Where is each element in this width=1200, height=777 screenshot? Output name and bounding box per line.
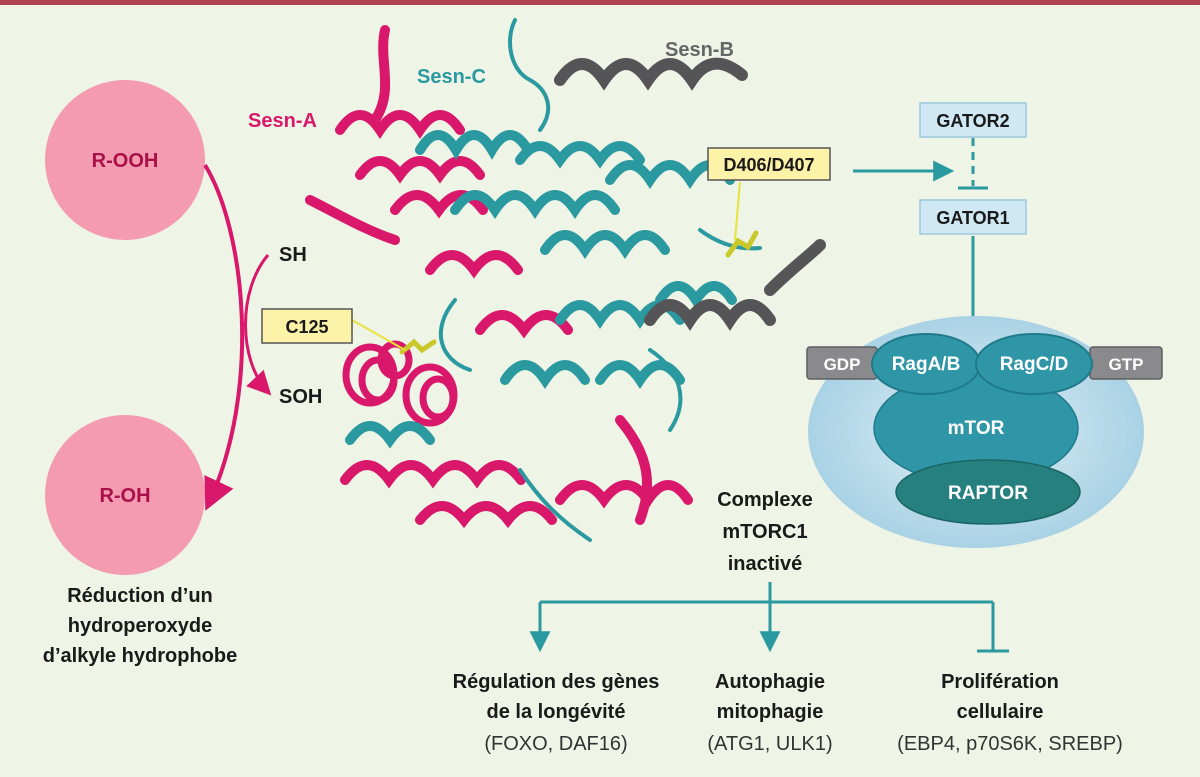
gator1-box (919, 199, 1027, 235)
outcome-longevity-detail: (FOXO, DAF16) (484, 733, 627, 755)
outcome-autophagy-line-2: mitophagie (717, 701, 824, 723)
complex-line-3: inactivé (728, 553, 802, 575)
r-oh-label: R-OH (99, 485, 150, 507)
top-bar (0, 0, 1200, 5)
outcome-autophagy-detail: (ATG1, ULK1) (707, 733, 832, 755)
mtor-label: mTOR (948, 418, 1005, 439)
sesn-a-label: Sesn-A (248, 110, 317, 132)
outcome-proliferation-line-1: Prolifération (941, 671, 1059, 693)
sh-label: SH (279, 244, 307, 266)
raptor-shape (895, 459, 1081, 525)
r-ooh-label: R-OOH (92, 150, 159, 172)
d406-box (707, 147, 831, 181)
gtp-label: GTP (1109, 355, 1144, 374)
r-oh-circle (45, 415, 205, 575)
outcome-longevity-line-2: de la longévité (487, 701, 626, 723)
oxidation-arrow (244, 254, 272, 396)
soh-label: SOH (279, 386, 322, 408)
sesn-b-label: Sesn-B (665, 39, 734, 61)
gator2-label: GATOR2 (936, 111, 1009, 131)
c125-box (261, 308, 353, 344)
raga-label: RagA/B (892, 354, 961, 375)
caption-line-3: d’alkyle hydrophobe (43, 645, 237, 667)
ragc-label: RagC/D (1000, 354, 1069, 375)
d406-label: D406/D407 (723, 155, 814, 175)
complex-line-1: Complexe (717, 489, 813, 511)
c125-label: C125 (285, 317, 328, 337)
sesn-c-label: Sesn-C (417, 66, 486, 88)
gator1-label: GATOR1 (936, 208, 1009, 228)
ragc-shape (975, 333, 1093, 395)
r-ooh-circle (45, 80, 205, 240)
complex-line-2: mTORC1 (722, 521, 807, 543)
sestrin-protein-ribbon (305, 18, 826, 542)
d406-pointer (734, 181, 741, 241)
outcome-autophagy-line-1: Autophagie (715, 671, 825, 693)
raptor-label: RAPTOR (948, 483, 1028, 504)
caption-line-2: hydroperoxyde (68, 615, 212, 637)
outcome-proliferation-line-2: cellulaire (957, 701, 1044, 723)
c125-pointer (351, 319, 406, 351)
outcome-proliferation-detail: (EBP4, p70S6K, SREBP) (897, 733, 1123, 755)
gdp-label: GDP (824, 355, 861, 374)
gator2-box (919, 102, 1027, 138)
reduction-arrow (203, 163, 245, 511)
caption-line-1: Réduction d’un (67, 585, 213, 607)
outcome-longevity-line-1: Régulation des gènes (453, 671, 660, 693)
